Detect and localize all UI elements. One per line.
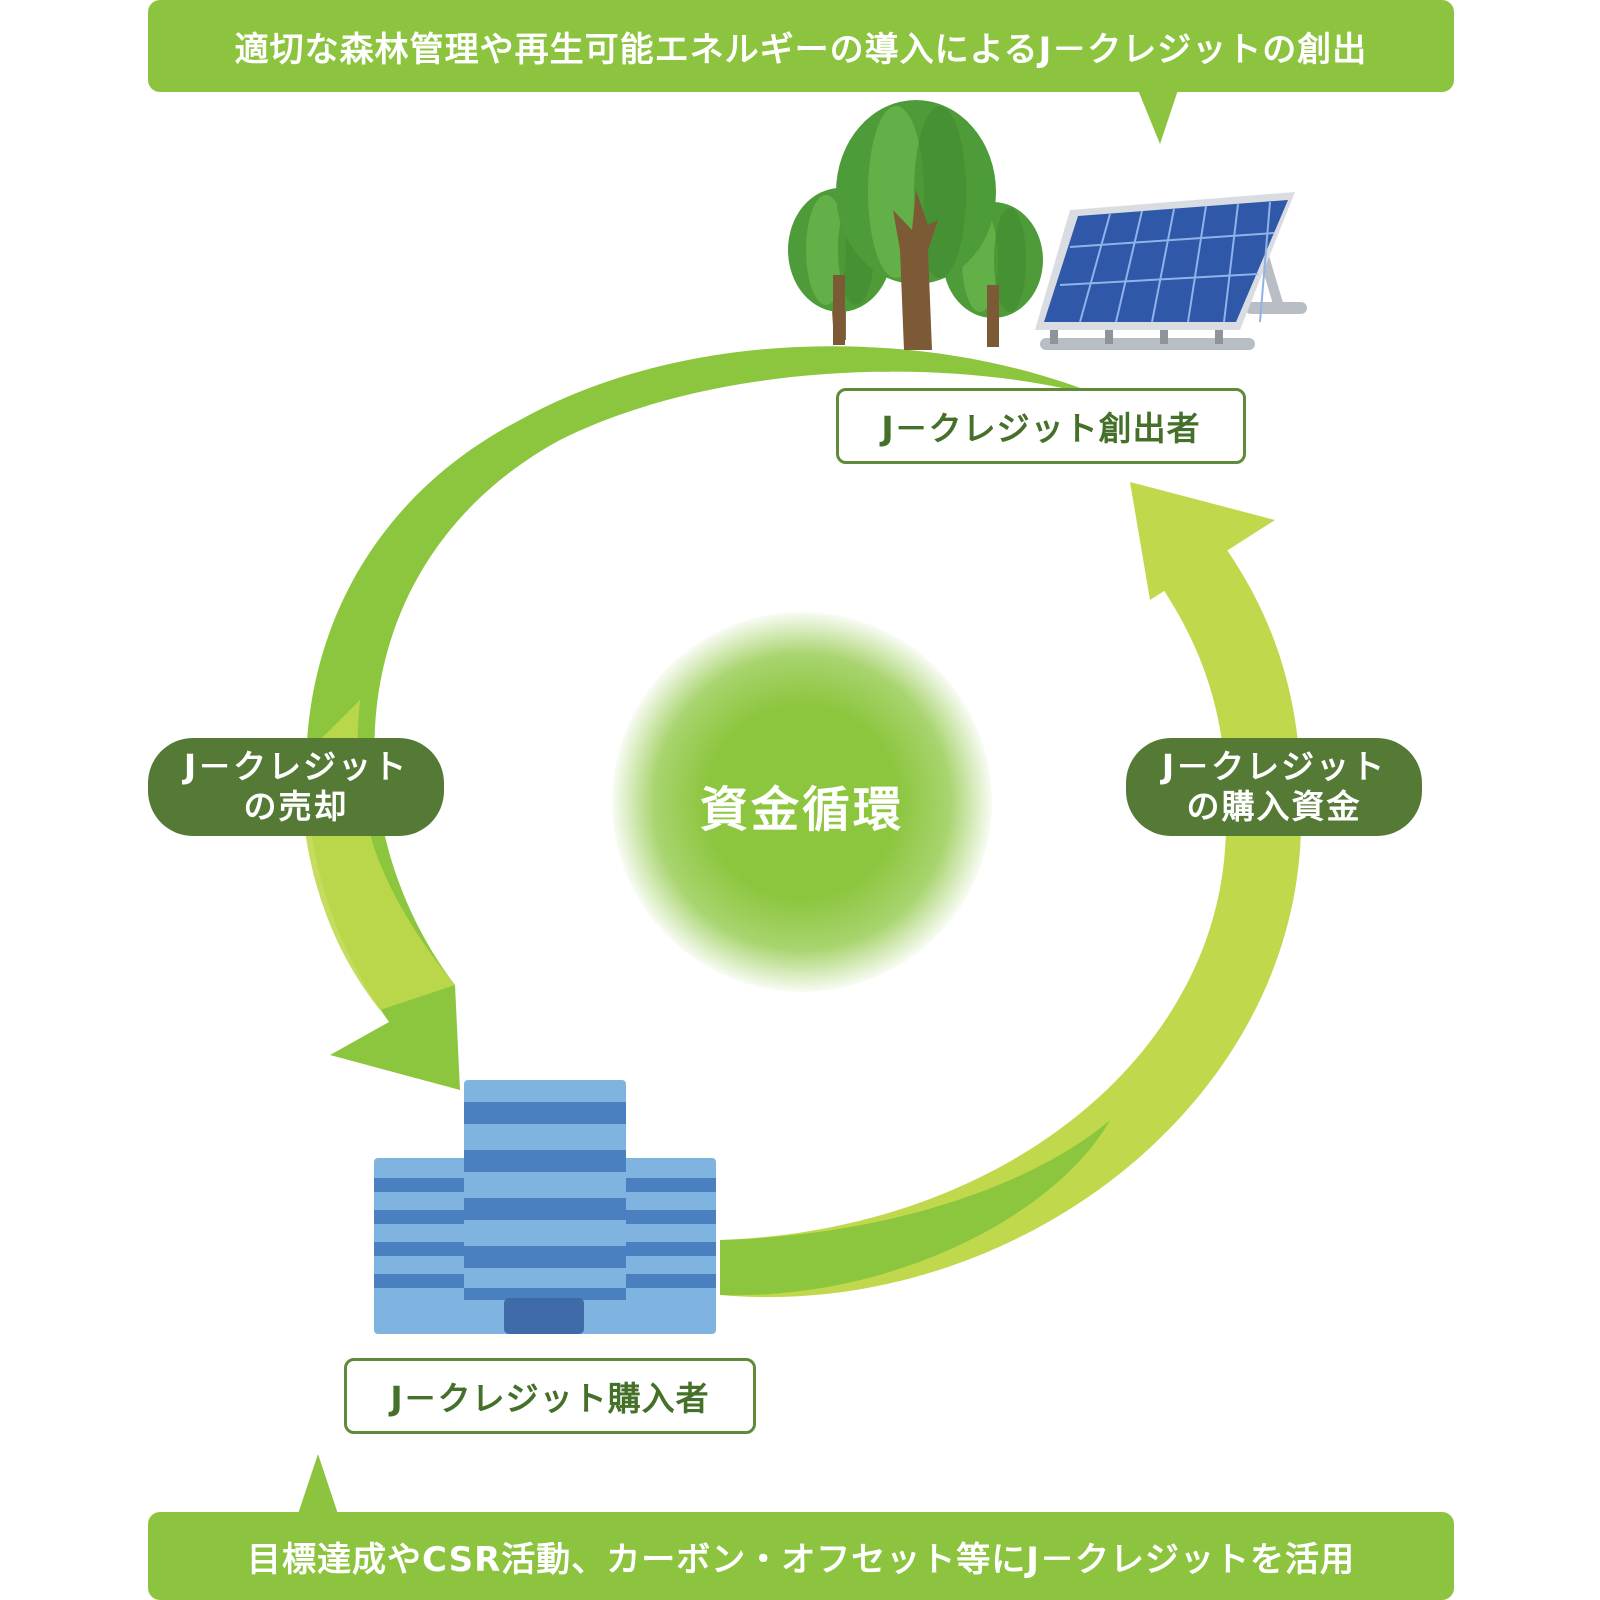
- buyer-label: J－クレジット購入者: [344, 1358, 756, 1434]
- left-pill-line2: の売却: [243, 787, 349, 826]
- top-banner-text: 適切な森林管理や再生可能エネルギーの導入によるJ－クレジットの創出: [234, 29, 1368, 70]
- left-arc-arrow-head: [330, 985, 460, 1090]
- creator-label: J－クレジット創出者: [836, 388, 1246, 464]
- solar-panel-icon: [1035, 192, 1307, 350]
- bottom-banner-text: 目標達成やCSR活動、カーボン・オフセット等にJ－クレジットを活用: [247, 1539, 1355, 1580]
- buyer-label-text: J－クレジット購入者: [390, 1379, 710, 1418]
- tree-icon: [788, 100, 1043, 350]
- right-pill-line1: J－クレジット: [1161, 747, 1387, 786]
- center-glow: [612, 612, 992, 992]
- creator-label-text: J－クレジット創出者: [881, 409, 1201, 448]
- right-pill-line2: の購入資金: [1186, 787, 1362, 826]
- top-banner-tail: [1138, 90, 1178, 144]
- right-arc-arrow-body: [720, 540, 1302, 1298]
- left-pill: J－クレジット の売却: [148, 738, 444, 836]
- bottom-banner: 目標達成やCSR活動、カーボン・オフセット等にJ－クレジットを活用: [148, 1512, 1454, 1600]
- bottom-banner-tail: [298, 1454, 338, 1514]
- center-label: 資金循環: [699, 782, 904, 838]
- right-pill: J－クレジット の購入資金: [1126, 738, 1422, 836]
- top-banner: 適切な森林管理や再生可能エネルギーの導入によるJ－クレジットの創出: [148, 0, 1454, 92]
- office-building-icon: [374, 1080, 716, 1334]
- left-pill-line1: J－クレジット: [183, 747, 409, 786]
- right-arc-arrow-head: [1130, 482, 1275, 600]
- right-arc-arrow-lower: [720, 1120, 1110, 1296]
